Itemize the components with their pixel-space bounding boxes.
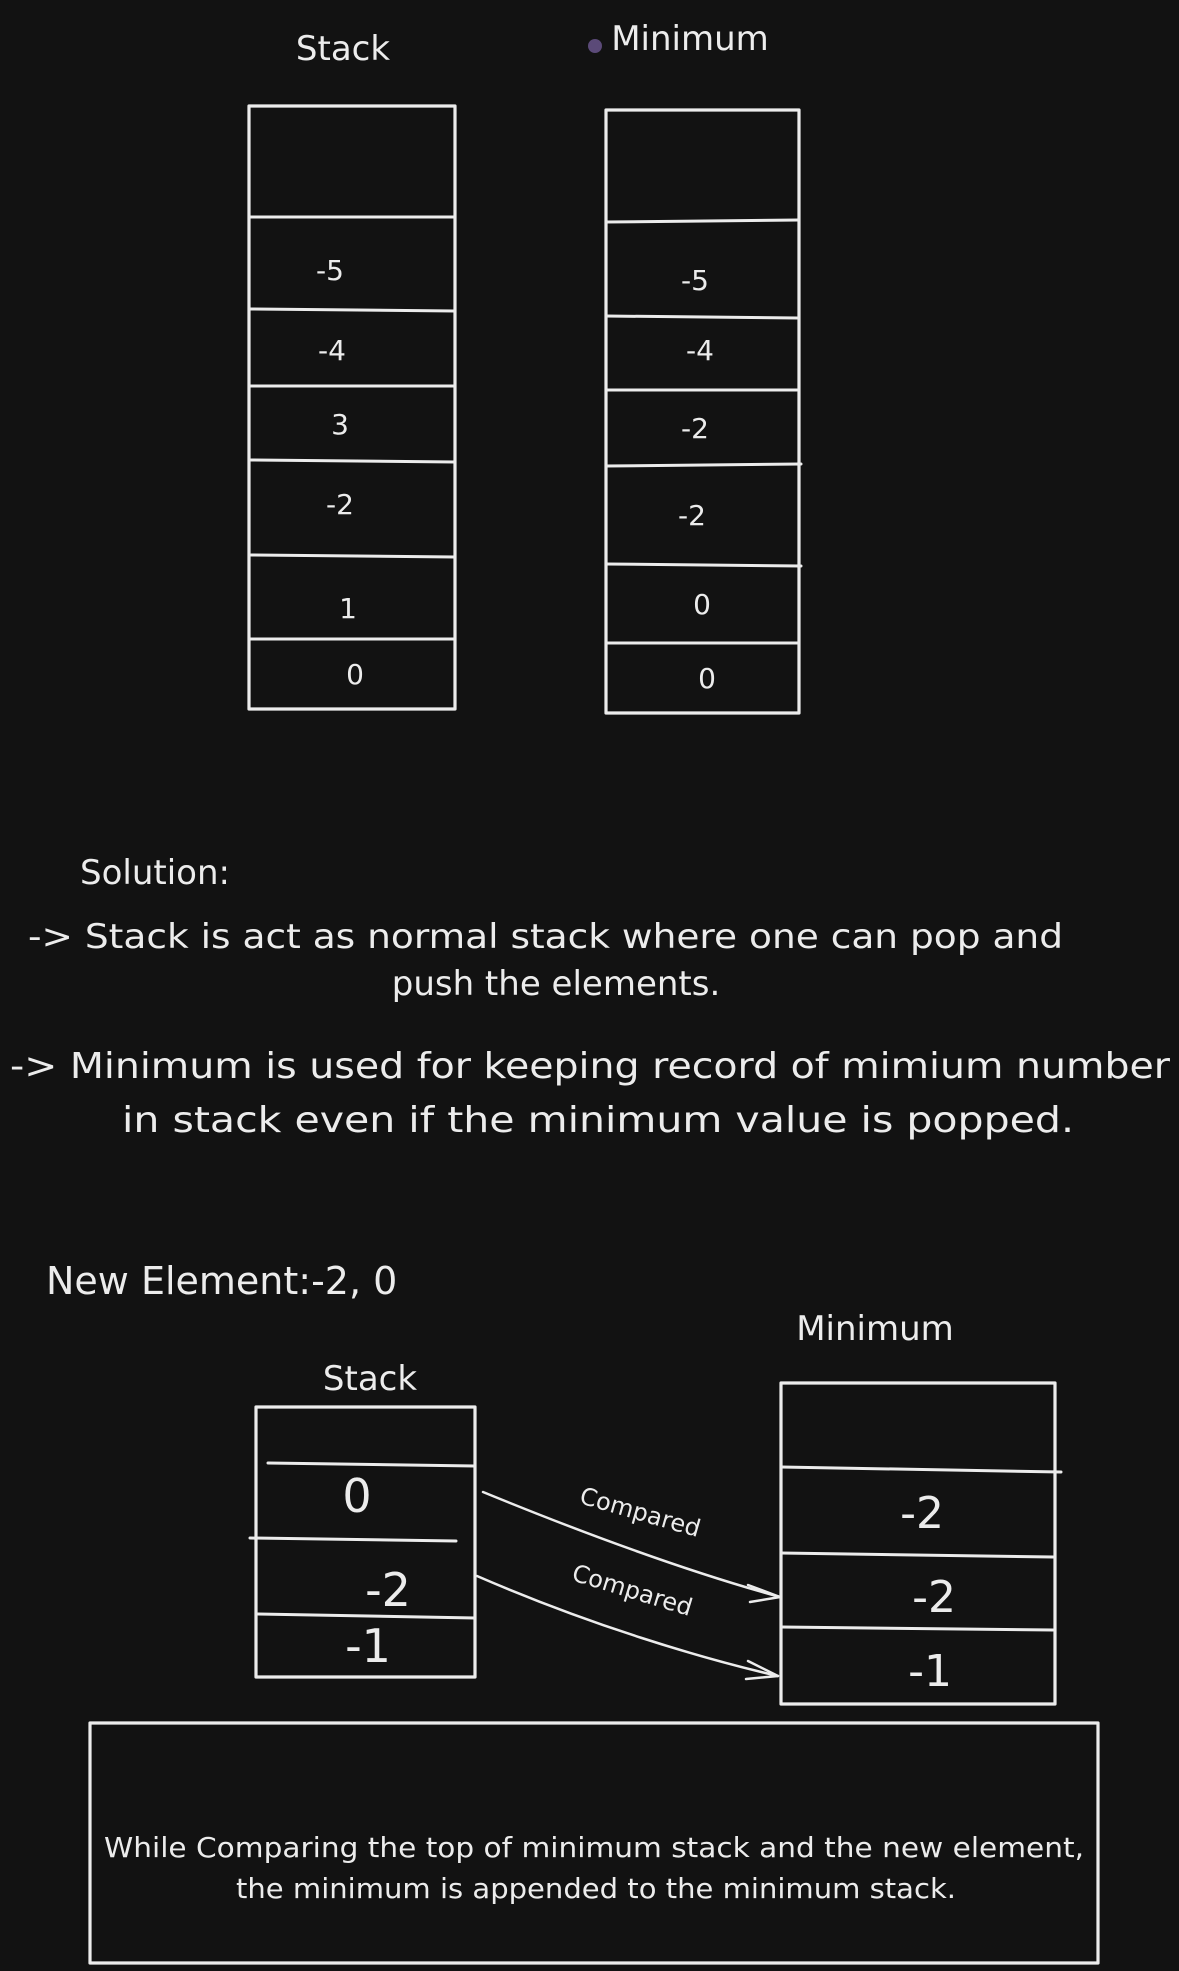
top-stack-title: Stack [296,29,390,69]
compare-arrow-label: Compared [569,1559,696,1622]
compare-arrows: Compared Compared [475,1482,782,1681]
top-stack-cell: 3 [331,408,349,441]
top-stack-cell: -2 [326,488,354,521]
solution-point-2-line-2: in stack even if the minimum value is po… [122,1100,1074,1141]
top-minimum-cell: 0 [693,588,711,621]
solution-point-1-line-1: -> Stack is act as normal stack where on… [28,917,1063,957]
top-minimum-cell: 0 [698,662,716,695]
compare-arrow-head [744,1659,780,1681]
bottom-stack-divider [248,1536,458,1543]
solution-heading: Solution: [80,853,230,893]
top-minimum-divider [604,218,801,224]
top-minimum-outline [604,108,801,715]
bottom-minimum-cell: -2 [912,1572,956,1623]
solution-point-1-line-2: push the elements. [392,964,721,1004]
top-stack-divider [247,307,457,313]
top-minimum-divider [604,562,803,568]
note-line-1: While Comparing the top of minimum stack… [104,1831,1084,1864]
bottom-stack-group: Stack 0 -2 -1 [248,1359,477,1679]
new-element-label: New Element:-2, 0 [46,1259,397,1303]
note-box-outline [88,1721,1100,1965]
top-minimum-cell: -2 [678,499,706,532]
top-minimum-cell: -5 [681,264,709,297]
top-minimum-divider [604,314,799,320]
bottom-stack-divider [256,1612,477,1620]
bottom-stack-cell: -1 [345,1619,391,1673]
solution-block: Solution: -> Stack is act as normal stac… [10,853,1170,1141]
top-minimum-title: Minimum [611,19,769,59]
bottom-minimum-cell: -1 [908,1646,952,1697]
bottom-stack-outline [254,1405,477,1679]
top-stack-cell: 1 [339,592,357,625]
top-minimum-cell: -4 [686,334,714,367]
note-box: While Comparing the top of minimum stack… [88,1721,1100,1965]
top-stack-cell: -4 [318,334,346,367]
bottom-stack-title: Stack [323,1359,417,1399]
solution-point-2-line-1: -> Minimum is used for keeping record of… [10,1046,1170,1087]
top-stack-divider [249,553,457,559]
note-line-2: the minimum is appended to the minimum s… [236,1872,956,1905]
top-stack-outline [247,104,457,711]
selection-dot [588,39,602,53]
compare-arrow [481,1490,782,1599]
bottom-stack-cell: 0 [342,1469,371,1523]
top-minimum-group: Minimum -5 -4 -2 -2 0 0 [588,19,803,715]
bottom-minimum-divider [779,1551,1055,1559]
top-stack-cell: 0 [346,658,364,691]
top-stack-divider [249,458,457,464]
bottom-stack-cell: -2 [365,1563,411,1617]
bottom-minimum-title: Minimum [796,1309,954,1349]
top-minimum-divider [604,462,803,468]
bottom-stack-divider [266,1461,477,1468]
bottom-minimum-divider [779,1465,1063,1474]
bottom-minimum-divider [779,1625,1055,1632]
bottom-minimum-group: Minimum -2 -2 -1 [779,1309,1063,1706]
bottom-minimum-outline [779,1381,1057,1706]
top-stack-cell: -5 [316,254,344,287]
compare-arrow-label: Compared [577,1482,704,1543]
bottom-minimum-cell: -2 [900,1488,944,1539]
top-minimum-cell: -2 [681,412,709,445]
compare-arrow [475,1574,780,1678]
top-stack-group: Stack -5 -4 3 -2 1 0 [247,29,457,711]
